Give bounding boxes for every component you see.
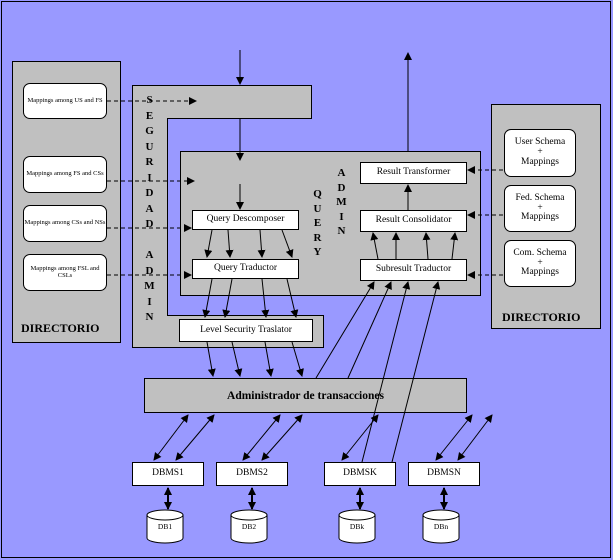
user-schema-box: User Schema + Mappings — [504, 129, 576, 177]
dbms2-box: DBMS2 — [216, 462, 288, 486]
mapping-cs-ns: Mappings among CSs and NSs — [23, 205, 107, 242]
right-directory-title: DIRECTORIO — [502, 310, 581, 324]
schema-plus: + — [537, 202, 543, 213]
subresult-traductor-box: Subresult Traductor — [360, 259, 467, 281]
dbn-label: DBn — [433, 522, 449, 531]
mapping-fs-cs: Mappings among FS and CSs — [23, 156, 107, 193]
schema-mappings: Mappings — [521, 267, 559, 278]
dbmsk-box: DBMSK — [324, 462, 396, 486]
query-decomposer-box: Query Descomposer — [192, 210, 299, 230]
result-consolidator-box: Result Consolidator — [360, 210, 467, 232]
dbmsn-box: DBMSN — [408, 462, 480, 486]
mapping-fsl-csl: Mappings among FSL and CSLs — [23, 254, 107, 291]
level-security-box: Level Security Traslator — [179, 319, 313, 342]
com-schema-box: Com. Schema + Mappings — [504, 240, 576, 287]
schema-plus: + — [537, 147, 543, 158]
db2-label: DB2 — [241, 522, 257, 531]
schema-plus: + — [537, 257, 543, 268]
schema-mappings: Mappings — [521, 156, 559, 167]
schema-name: User Schema — [514, 137, 566, 148]
result-transformer-box: Result Transformer — [360, 162, 467, 184]
fed-schema-box: Fed. Schema + Mappings — [504, 185, 576, 232]
transaction-admin-box: Administrador de transacciones — [144, 378, 467, 413]
mapping-us-fs: Mappings among US and FS — [23, 83, 107, 119]
dbk-label: DBk — [349, 522, 365, 531]
dbms1-box: DBMS1 — [132, 462, 204, 486]
schema-name: Fed. Schema — [515, 192, 565, 203]
left-directory-title: DIRECTORIO — [21, 321, 100, 335]
query-traductor-box: Query Traductor — [192, 259, 299, 279]
schema-name: Com. Schema — [513, 247, 567, 258]
db1-label: DB1 — [157, 522, 173, 531]
schema-mappings: Mappings — [521, 212, 559, 223]
